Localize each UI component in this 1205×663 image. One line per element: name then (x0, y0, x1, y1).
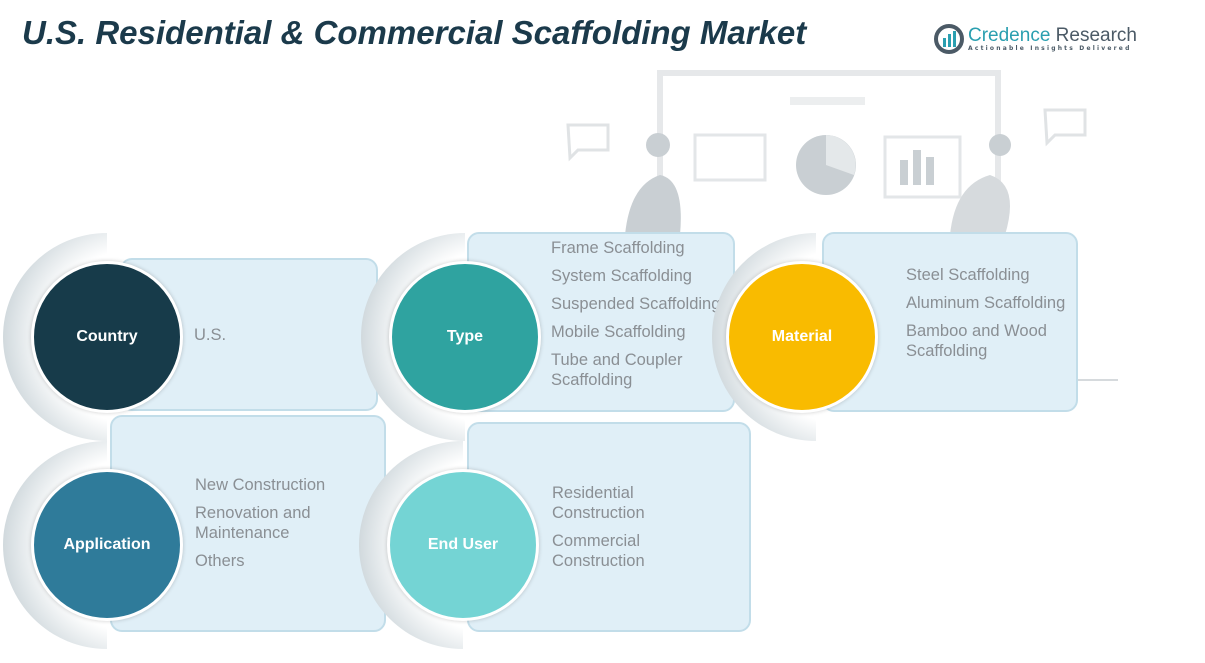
application-item: Others (195, 552, 245, 570)
end-user-item: Commercial Construction (552, 532, 645, 570)
material-item: Steel Scaffolding (906, 266, 1030, 284)
type-circle: Type (389, 261, 541, 413)
logo-bar-chart-icon (934, 24, 964, 54)
application-item: Renovation and Maintenance (195, 504, 311, 542)
type-items: Frame Scaffolding System Scaffolding Sus… (551, 238, 726, 398)
page-title: U.S. Residential & Commercial Scaffoldin… (22, 14, 807, 51)
logo-brand-2: Research (1050, 24, 1137, 46)
logo-tagline: Actionable Insights Delivered (968, 44, 1132, 52)
country-items: U.S. (194, 325, 364, 353)
end-user-item: Residential Construction (552, 484, 645, 522)
type-item: Mobile Scaffolding (551, 323, 686, 341)
end-user-label: End User (427, 536, 499, 553)
logo-brand: Credence (968, 24, 1051, 46)
application-label: Application (63, 536, 151, 553)
type-item: Suspended Scaffolding (551, 295, 721, 313)
application-item: New Construction (195, 476, 326, 494)
type-item: Tube and Coupler Scaffolding (551, 351, 683, 389)
end-user-circle: End User (387, 469, 539, 621)
country-circle: Country (31, 261, 183, 413)
material-items: Steel Scaffolding Aluminum Scaffolding B… (906, 265, 1076, 369)
end-user-items: Residential Construction Commercial Cons… (552, 483, 682, 579)
material-circle: Material (726, 261, 878, 413)
credence-logo: Credence Research Actionable Insights De… (934, 24, 1137, 54)
application-items: New Construction Renovation and Maintena… (195, 475, 360, 579)
type-label: Type (446, 328, 484, 345)
material-item: Aluminum Scaffolding (906, 294, 1066, 312)
application-circle: Application (31, 469, 183, 621)
country-item: U.S. (194, 326, 227, 344)
type-item: Frame Scaffolding (551, 239, 685, 257)
country-label: Country (76, 328, 138, 345)
material-item: Bamboo and Wood Scaffolding (906, 322, 1047, 360)
type-item: System Scaffolding (551, 267, 692, 285)
material-label: Material (771, 328, 833, 345)
